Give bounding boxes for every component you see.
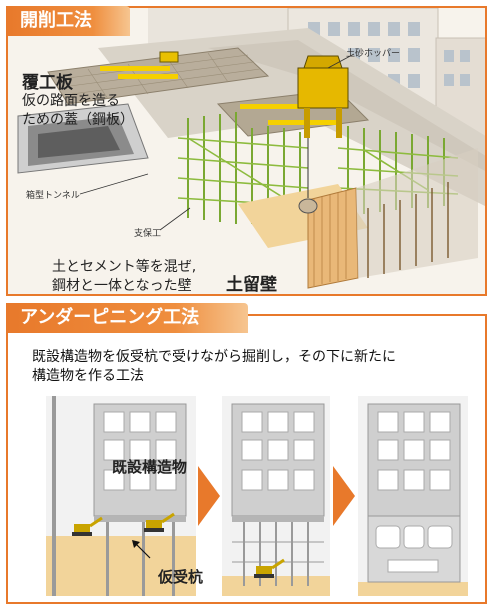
deck-description-line2: ための蓋（鋼板）: [22, 112, 134, 128]
underpinning-description: 既設構造物を仮受杭で受けながら掘削し，その下に新たに 構造物を作る工法: [32, 348, 472, 386]
excavator-icon-2: [144, 512, 175, 532]
underpinning-description-line1: 既設構造物を仮受杭で受けながら掘削し，その下に新たに: [32, 349, 396, 365]
excavator-icon-3: [254, 558, 285, 578]
truck-icon: [159, 51, 179, 63]
tunnel-label: 箱型トンネル: [26, 191, 80, 201]
wall-title: 土留壁: [226, 275, 277, 295]
clamshell-bucket-icon: [298, 198, 318, 214]
underpinning-title-tab: アンダーピニング工法: [6, 303, 248, 333]
open-cut-panel: 覆工板 仮の路面を造る ための蓋（鋼板） 土砂ホッパー 箱型トンネル 支保工 土…: [6, 6, 487, 296]
support-label: 支保工: [134, 229, 162, 239]
deck-title: 覆工板: [22, 73, 73, 93]
step-arrow-icon-1: [198, 466, 220, 526]
open-cut-title-tab: 開削工法: [6, 6, 130, 36]
open-cut-illustration: [8, 8, 485, 294]
underpinning-stage-3: [358, 396, 468, 596]
excavator-icon: [72, 516, 103, 536]
wall-description-line1: 土とセメント等を混ぜ,: [52, 259, 197, 275]
wall-description-line2: 鋼材と一体となった壁: [52, 278, 192, 294]
hopper-label: 土砂ホッパー: [346, 49, 401, 59]
underpinning-panel: 既設構造物を仮受杭で受けながら掘削し，その下に新たに 構造物を作る工法: [6, 314, 487, 604]
track-slot: [387, 559, 439, 573]
deck-description-line1: 仮の路面を造る: [22, 93, 120, 109]
underpinning-description-line2: 構造物を作る工法: [32, 368, 144, 384]
ground-layer: [46, 536, 196, 596]
temporary-pile-label: 仮受杭: [158, 568, 204, 586]
existing-building-label: 既設構造物: [112, 458, 188, 476]
underpinning-stage-1: [46, 396, 196, 596]
soil-hopper: [297, 55, 349, 138]
step-arrow-icon-2: [333, 466, 355, 526]
underpinning-stage-2: [222, 396, 330, 596]
